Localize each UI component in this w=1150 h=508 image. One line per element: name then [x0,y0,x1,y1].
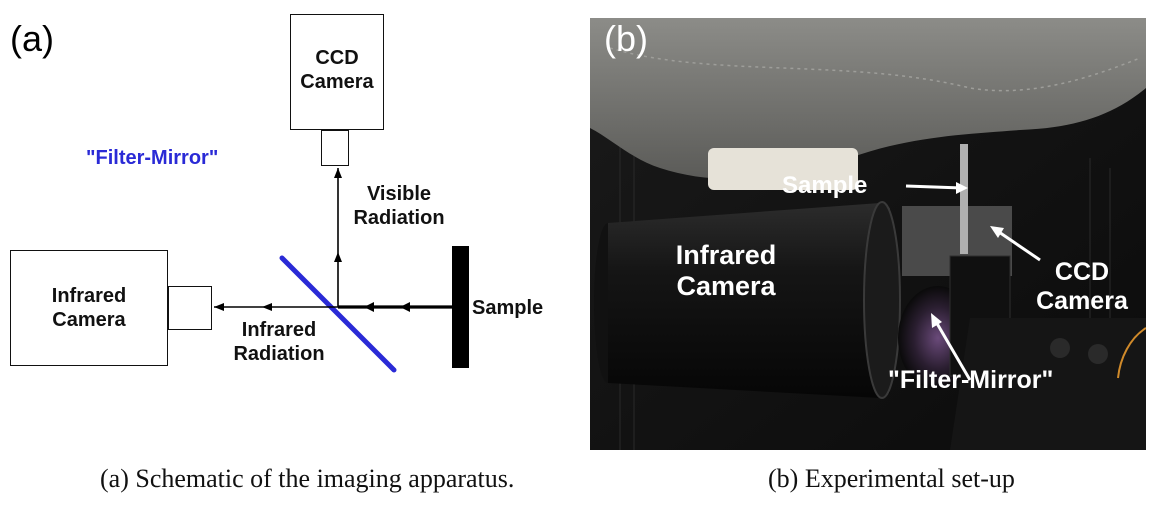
sample-bar [452,246,469,368]
infrared-radiation-label: Infrared Radiation [233,319,325,365]
setup-photo [590,18,1146,450]
light-fixture [708,148,858,190]
infrared-camera-lens [168,286,212,330]
panel-b-letter: (b) [604,18,648,59]
ccd-camera-box [290,14,384,130]
ccd-camera-lens [321,130,349,166]
arrowhead-up [334,252,342,262]
arrowhead-left [214,303,224,311]
black-cloth-drape [590,18,1146,179]
photo-sample-label: Sample [782,172,868,199]
infrared-camera-box [10,250,168,366]
photo-infrared-camera-label: Infrared Camera [675,240,777,302]
arrowhead-left [262,303,272,311]
caption-a: (a) Schematic of the imaging apparatus. [100,464,515,493]
panel-a-letter: (a) [10,18,54,59]
arrowhead-up [334,168,342,178]
caption-b: (b) Experimental set-up [768,464,1015,493]
orange-cable [1117,327,1146,379]
beam-paths [214,168,452,373]
arrowhead-left [400,302,410,312]
sample-rod [960,144,968,254]
infrared-camera-label: Infrared Camera [51,285,127,331]
visible-radiation-label: Visible Radiation [353,183,445,229]
infrared-camera-body [608,203,890,398]
sample-label: Sample [472,297,544,319]
ccd-camera-label: CCD Camera [300,47,374,93]
filter-mirror-line [279,255,397,373]
infrared-camera-lens [863,201,901,399]
arrowhead-left [364,302,374,312]
photo-ccd-camera-label: CCD Camera [1036,258,1128,315]
filter-mirror-label: "Filter-Mirror" [86,147,219,169]
photo-filter-mirror-label: "Filter-Mirror" [888,366,1054,394]
photo-arrows [905,182,1041,381]
